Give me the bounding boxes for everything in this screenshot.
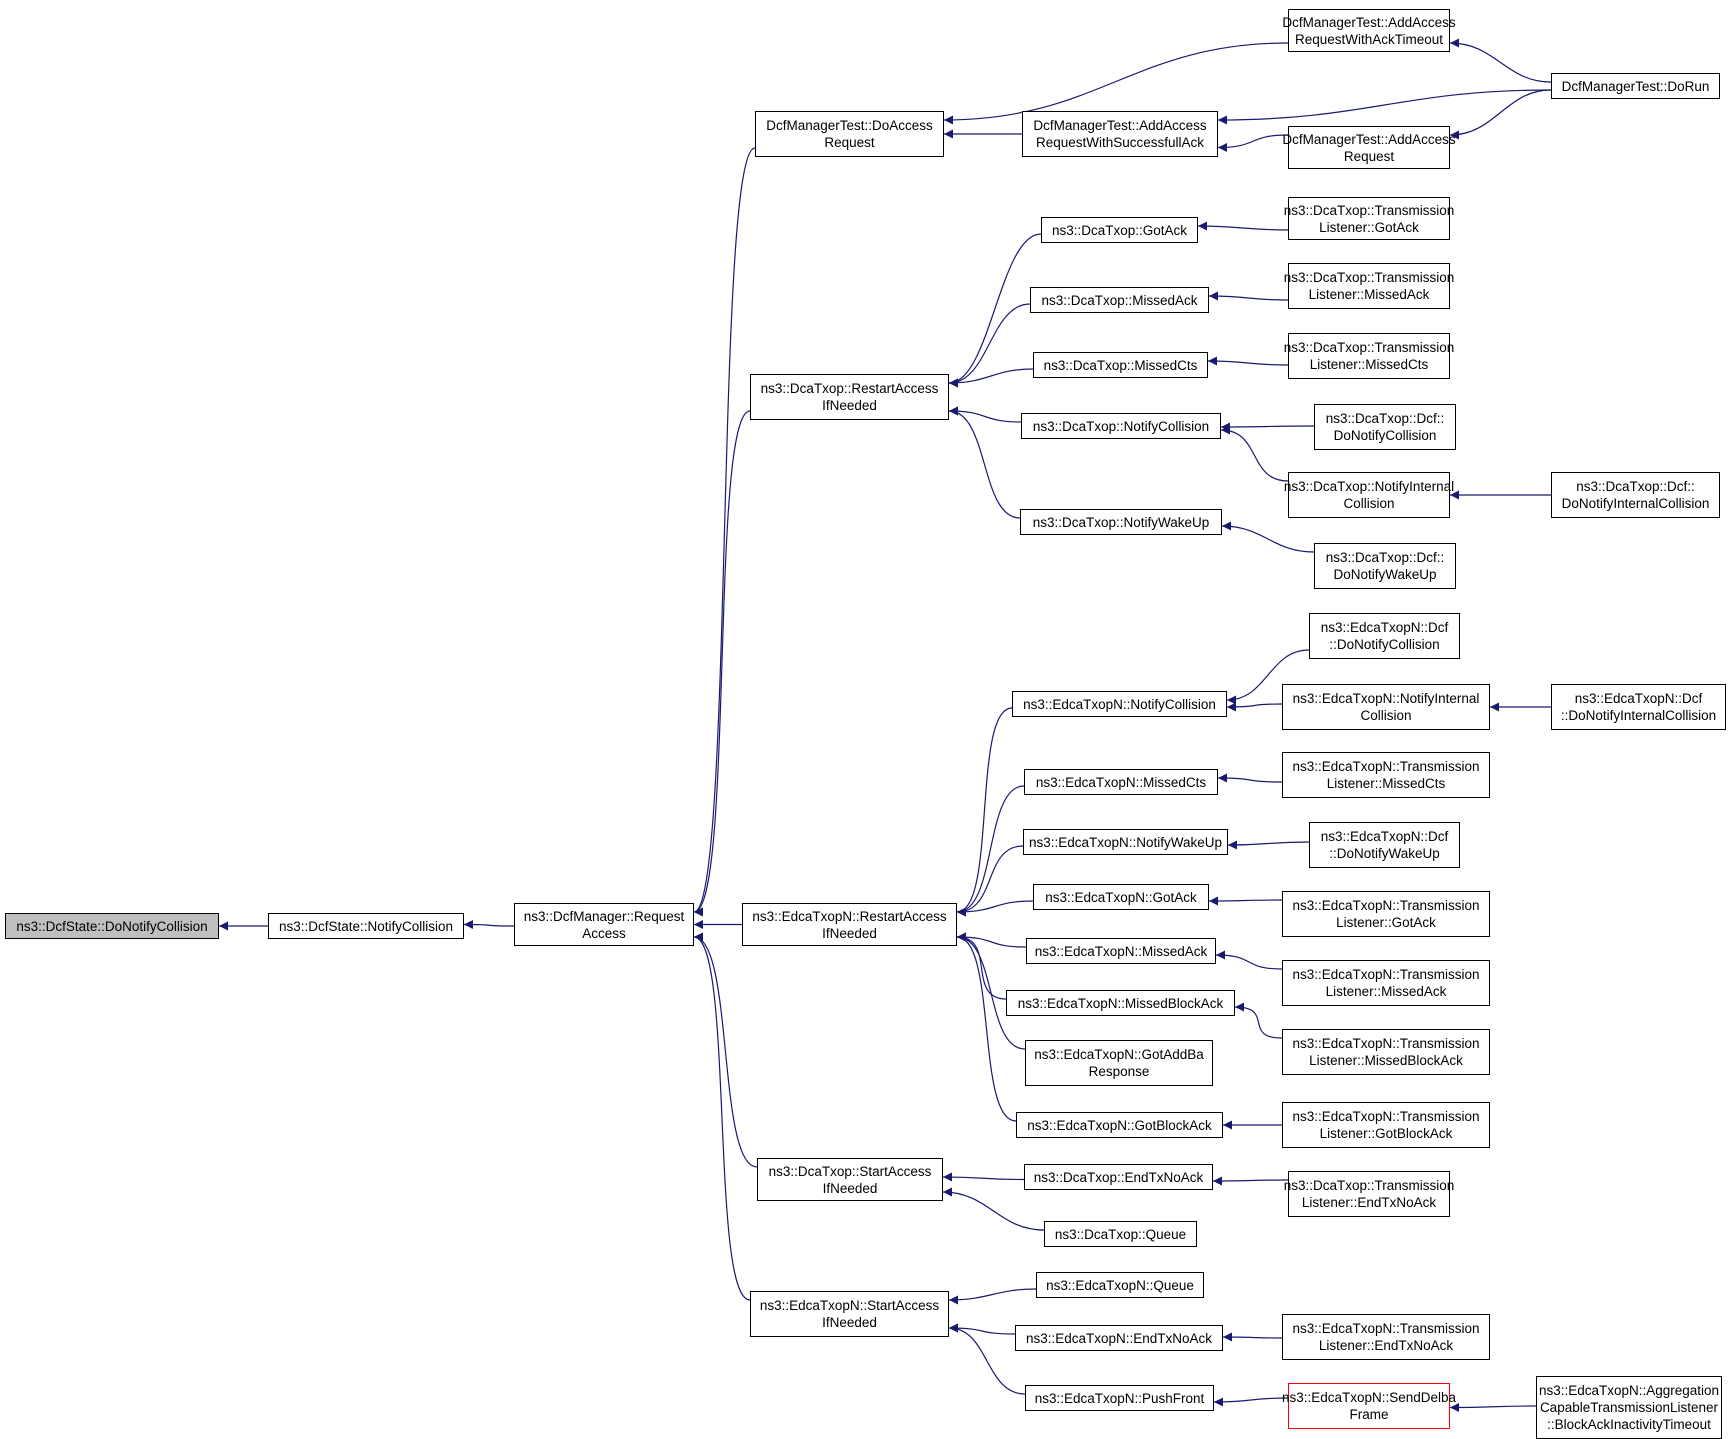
edge-n16-to-n5	[948, 406, 1022, 423]
node-dcfmanagertest-addaccess-requestwithacktimeout[interactable]: DcfManagerTest::AddAccess RequestWithAck…	[1282, 9, 1456, 52]
edge-n11-to-n9	[1217, 134, 1289, 152]
node-dcfmanagertest-doaccess-request[interactable]: DcfManagerTest::DoAccess Request	[755, 111, 944, 157]
edge-n45-to-n8	[948, 1288, 1037, 1305]
node-ns3-edcatxopn-aggregation-capabletransmissionlistener-blockackinactivitytimeout[interactable]: ns3::EdcaTxopN::Aggregation CapableTrans…	[1536, 1376, 1722, 1439]
edge-n32-to-n31	[1227, 840, 1310, 850]
node-dcfmanagertest-addaccess-requestwithsuccessfullack[interactable]: DcfManagerTest::AddAccess RequestWithSuc…	[1022, 111, 1218, 157]
edge-n14-to-n5	[948, 303, 1031, 388]
edge-n13-to-n5	[948, 233, 1042, 388]
edge-n12-to-n9	[1217, 89, 1552, 125]
node-ns3-edcatxopn-dcf-donotifycollision[interactable]: ns3::EdcaTxopN::Dcf ::DoNotifyCollision	[1309, 613, 1460, 659]
node-ns3-dcatxop-dcf-donotifycollision[interactable]: ns3::DcaTxop::Dcf:: DoNotifyCollision	[1314, 404, 1456, 450]
edge-n35-to-n6	[956, 932, 1027, 948]
node-ns3-edcatxopn-restartaccess-ifneeded[interactable]: ns3::EdcaTxopN::RestartAccess IfNeeded	[742, 903, 957, 946]
node-ns3-edcatxopn-transmission-listener-gotblockack[interactable]: ns3::EdcaTxopN::Transmission Listener::G…	[1282, 1102, 1490, 1148]
node-ns3-edcatxopn-gotack[interactable]: ns3::EdcaTxopN::GotAck	[1033, 884, 1209, 910]
edge-n47-to-n46	[1222, 1332, 1283, 1342]
edge-n46-to-n8	[948, 1323, 1016, 1335]
node-ns3-edcatxopn-notifyinternal-collision[interactable]: ns3::EdcaTxopN::NotifyInternal Collision	[1282, 684, 1490, 730]
node-ns3-dcatxop-notifycollision[interactable]: ns3::DcaTxop::NotifyCollision	[1021, 413, 1221, 439]
node-ns3-edcatxopn-dcf-donotifyinternalcollision[interactable]: ns3::EdcaTxopN::Dcf ::DoNotifyInternalCo…	[1551, 684, 1726, 730]
node-ns3-edcatxopn-senddelba-frame[interactable]: ns3::EdcaTxopN::SendDelba Frame	[1282, 1383, 1456, 1429]
node-ns3-dcatxop-queue[interactable]: ns3::DcaTxop::Queue	[1044, 1221, 1197, 1247]
edge-n29-to-n6	[956, 785, 1025, 917]
edge-n40-to-n6	[956, 932, 1017, 1122]
node-ns3-dcatxop-transmission-listener-gotack[interactable]: ns3::DcaTxop::Transmission Listener::Got…	[1284, 197, 1454, 240]
node-ns3-dcatxop-transmission-listener-endtxnoack[interactable]: ns3::DcaTxop::Transmission Listener::End…	[1284, 1171, 1454, 1217]
node-ns3-edcatxopn-gotaddba-response[interactable]: ns3::EdcaTxopN::GotAddBa Response	[1025, 1040, 1213, 1086]
node-ns3-edcatxopn-queue[interactable]: ns3::EdcaTxopN::Queue	[1036, 1272, 1204, 1298]
node-ns3-edcatxopn-transmission-listener-missedcts[interactable]: ns3::EdcaTxopN::Transmission Listener::M…	[1282, 752, 1490, 798]
edge-n37-to-n6	[956, 932, 1007, 1000]
node-ns3-edcatxopn-transmission-listener-missedack[interactable]: ns3::EdcaTxopN::Transmission Listener::M…	[1282, 960, 1490, 1006]
node-ns3-dcfmanager-request-access[interactable]: ns3::DcfManager::Request Access	[514, 903, 694, 946]
node-ns3-dcatxop-endtxnoack[interactable]: ns3::DcaTxop::EndTxNoAck	[1024, 1164, 1213, 1190]
edge-n48-to-n8	[948, 1323, 1026, 1395]
edge-n17-to-n5	[948, 406, 1021, 519]
node-ns3-edcatxopn-notifycollision[interactable]: ns3::EdcaTxopN::NotifyCollision	[1012, 691, 1227, 717]
node-ns3-dcatxop-restartaccess-ifneeded[interactable]: ns3::DcaTxop::RestartAccess IfNeeded	[750, 374, 949, 420]
edge-n7-to-n3	[693, 932, 758, 1168]
edge-n39-to-n6	[956, 932, 1026, 1050]
edge-n43-to-n42	[1212, 1176, 1289, 1186]
node-ns3-edcatxopn-gotblockack[interactable]: ns3::EdcaTxopN::GotBlockAck	[1016, 1112, 1223, 1138]
edge-n12-to-n10	[1449, 38, 1552, 83]
edge-n18-to-n13	[1197, 221, 1289, 231]
edge-n4-to-n3	[693, 147, 756, 917]
node-ns3-edcatxopn-transmission-listener-endtxnoack[interactable]: ns3::EdcaTxopN::Transmission Listener::E…	[1282, 1314, 1490, 1360]
edge-n27-to-n26	[1226, 702, 1283, 712]
node-ns3-dcatxop-missedcts[interactable]: ns3::DcaTxop::MissedCts	[1033, 352, 1208, 378]
node-ns3-dcatxop-notifywakeup[interactable]: ns3::DcaTxop::NotifyWakeUp	[1020, 509, 1222, 535]
edge-n12-to-n11	[1449, 89, 1552, 140]
edge-n22-to-n16	[1220, 425, 1289, 482]
node-ns3-edcatxopn-notifywakeup[interactable]: ns3::EdcaTxopN::NotifyWakeUp	[1023, 829, 1228, 855]
node-ns3-edcatxopn-endtxnoack[interactable]: ns3::EdcaTxopN::EndTxNoAck	[1015, 1325, 1223, 1351]
edge-n50-to-n49	[1449, 1402, 1537, 1412]
node-ns3-dcatxop-transmission-listener-missedcts[interactable]: ns3::DcaTxop::Transmission Listener::Mis…	[1284, 333, 1454, 379]
node-ns3-dcatxop-startaccess-ifneeded[interactable]: ns3::DcaTxop::StartAccess IfNeeded	[757, 1158, 943, 1201]
node-ns3-dcatxop-notifyinternal-collision[interactable]: ns3::DcaTxop::NotifyInternal Collision	[1284, 472, 1454, 518]
edge-n49-to-n48	[1213, 1397, 1289, 1407]
node-ns3-edcatxopn-pushfront[interactable]: ns3::EdcaTxopN::PushFront	[1025, 1385, 1214, 1411]
node-ns3-dcatxop-dcf-donotifywakeup[interactable]: ns3::DcaTxop::Dcf:: DoNotifyWakeUp	[1314, 543, 1456, 589]
edge-n21-to-n16	[1220, 422, 1315, 432]
edge-n44-to-n7	[942, 1187, 1045, 1231]
edge-n36-to-n35	[1215, 950, 1283, 970]
edge-n42-to-n7	[942, 1172, 1025, 1182]
edge-n19-to-n14	[1208, 291, 1289, 301]
node-ns3-edcatxopn-transmission-listener-gotack[interactable]: ns3::EdcaTxopN::Transmission Listener::G…	[1282, 891, 1490, 937]
edge-n31-to-n6	[956, 845, 1024, 917]
node-ns3-edcatxopn-dcf-donotifywakeup[interactable]: ns3::EdcaTxopN::Dcf ::DoNotifyWakeUp	[1309, 822, 1460, 868]
edge-n30-to-n29	[1217, 773, 1283, 783]
edge-n34-to-n33	[1208, 896, 1283, 906]
node-ns3-dcatxop-missedack[interactable]: ns3::DcaTxop::MissedAck	[1030, 287, 1209, 313]
edge-n5-to-n3	[693, 410, 751, 917]
edge-n8-to-n3	[693, 932, 751, 1301]
node-ns3-edcatxopn-startaccess-ifneeded[interactable]: ns3::EdcaTxopN::StartAccess IfNeeded	[750, 1291, 949, 1337]
edge-n26-to-n6	[956, 707, 1013, 917]
node-ns3-dcatxop-gotack[interactable]: ns3::DcaTxop::GotAck	[1041, 217, 1198, 243]
edge-n25-to-n26	[1226, 649, 1310, 705]
edge-n3-to-n2	[463, 920, 515, 930]
edge-n15-to-n5	[948, 368, 1034, 388]
node-ns3-dcfstate-notifycollision[interactable]: ns3::DcfState::NotifyCollision	[268, 913, 464, 939]
edge-n33-to-n6	[956, 900, 1034, 917]
node-ns3-edcatxopn-missedcts[interactable]: ns3::EdcaTxopN::MissedCts	[1024, 769, 1218, 795]
node-ns3-edcatxopn-missedack[interactable]: ns3::EdcaTxopN::MissedAck	[1026, 938, 1216, 964]
node-ns3-dcatxop-dcf-donotifyinternalcollision[interactable]: ns3::DcaTxop::Dcf:: DoNotifyInternalColl…	[1551, 472, 1720, 518]
edge-n38-to-n37	[1234, 1002, 1283, 1039]
node-ns3-dcfstate-donotifycollision: ns3::DcfState::DoNotifyCollision	[5, 913, 219, 939]
node-ns3-edcatxopn-transmission-listener-missedblockack[interactable]: ns3::EdcaTxopN::Transmission Listener::M…	[1282, 1029, 1490, 1075]
node-ns3-dcatxop-transmission-listener-missedack[interactable]: ns3::DcaTxop::Transmission Listener::Mis…	[1284, 263, 1454, 309]
node-dcfmanagertest-addaccess-request[interactable]: DcfManagerTest::AddAccess Request	[1282, 126, 1456, 169]
node-dcfmanagertest-dorun[interactable]: DcfManagerTest::DoRun	[1551, 73, 1720, 99]
node-ns3-edcatxopn-missedblockack[interactable]: ns3::EdcaTxopN::MissedBlockAck	[1006, 990, 1235, 1016]
edge-n10-to-n4	[943, 42, 1289, 125]
edge-n24-to-n17	[1221, 521, 1315, 553]
edge-n20-to-n15	[1207, 356, 1289, 366]
